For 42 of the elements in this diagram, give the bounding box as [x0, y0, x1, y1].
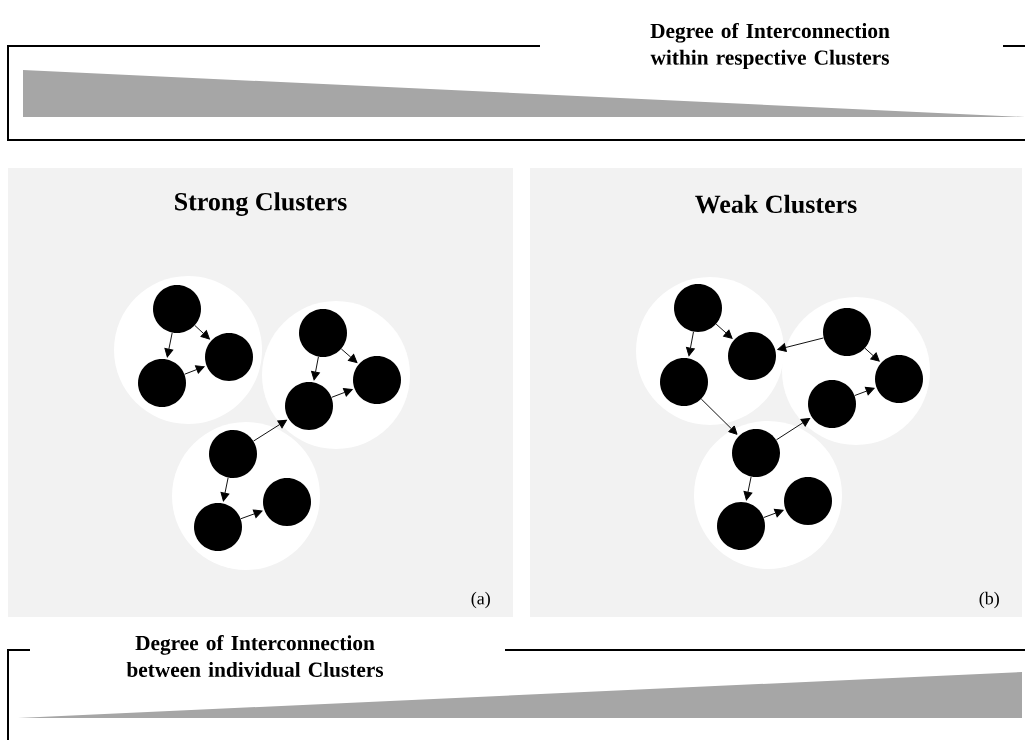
dot	[674, 284, 722, 332]
panel-label: (b)	[979, 591, 999, 609]
panel-title: Strong Clusters	[175, 192, 347, 216]
dot	[205, 333, 253, 381]
arrow	[240, 509, 263, 520]
arrow	[311, 356, 320, 381]
arrow	[686, 331, 695, 357]
dot	[808, 380, 856, 428]
heading: Degree of Interconnection within respective Clusters	[650, 22, 890, 70]
arrow	[864, 347, 880, 362]
dot	[194, 503, 242, 551]
dot	[875, 355, 923, 403]
heading: Degree of Interconnection between individual Clusters	[126, 635, 384, 677]
arrow	[763, 508, 784, 518]
dot	[660, 358, 708, 406]
panel-title: Weak Clusters	[695, 194, 857, 214]
dot	[717, 502, 765, 550]
arrow	[340, 348, 358, 363]
arrow	[715, 323, 733, 339]
arrow	[184, 365, 205, 375]
arrow	[331, 388, 353, 398]
dot	[209, 430, 257, 478]
dot	[263, 478, 311, 526]
arrow	[194, 325, 210, 340]
arrow	[164, 332, 174, 358]
arrow	[253, 419, 287, 442]
dot	[353, 356, 401, 404]
arrow	[700, 398, 738, 435]
dot	[784, 477, 832, 525]
dot	[138, 359, 186, 407]
dot	[299, 309, 347, 357]
dot	[732, 429, 780, 477]
dot	[728, 332, 776, 380]
arrow	[777, 337, 824, 352]
arrow	[743, 476, 753, 501]
arrow	[220, 477, 230, 502]
dot	[153, 285, 201, 333]
dot	[285, 382, 333, 430]
dot	[823, 308, 871, 356]
arrow	[775, 418, 811, 441]
panel-label: (a)	[471, 591, 490, 609]
arrow	[854, 386, 875, 396]
